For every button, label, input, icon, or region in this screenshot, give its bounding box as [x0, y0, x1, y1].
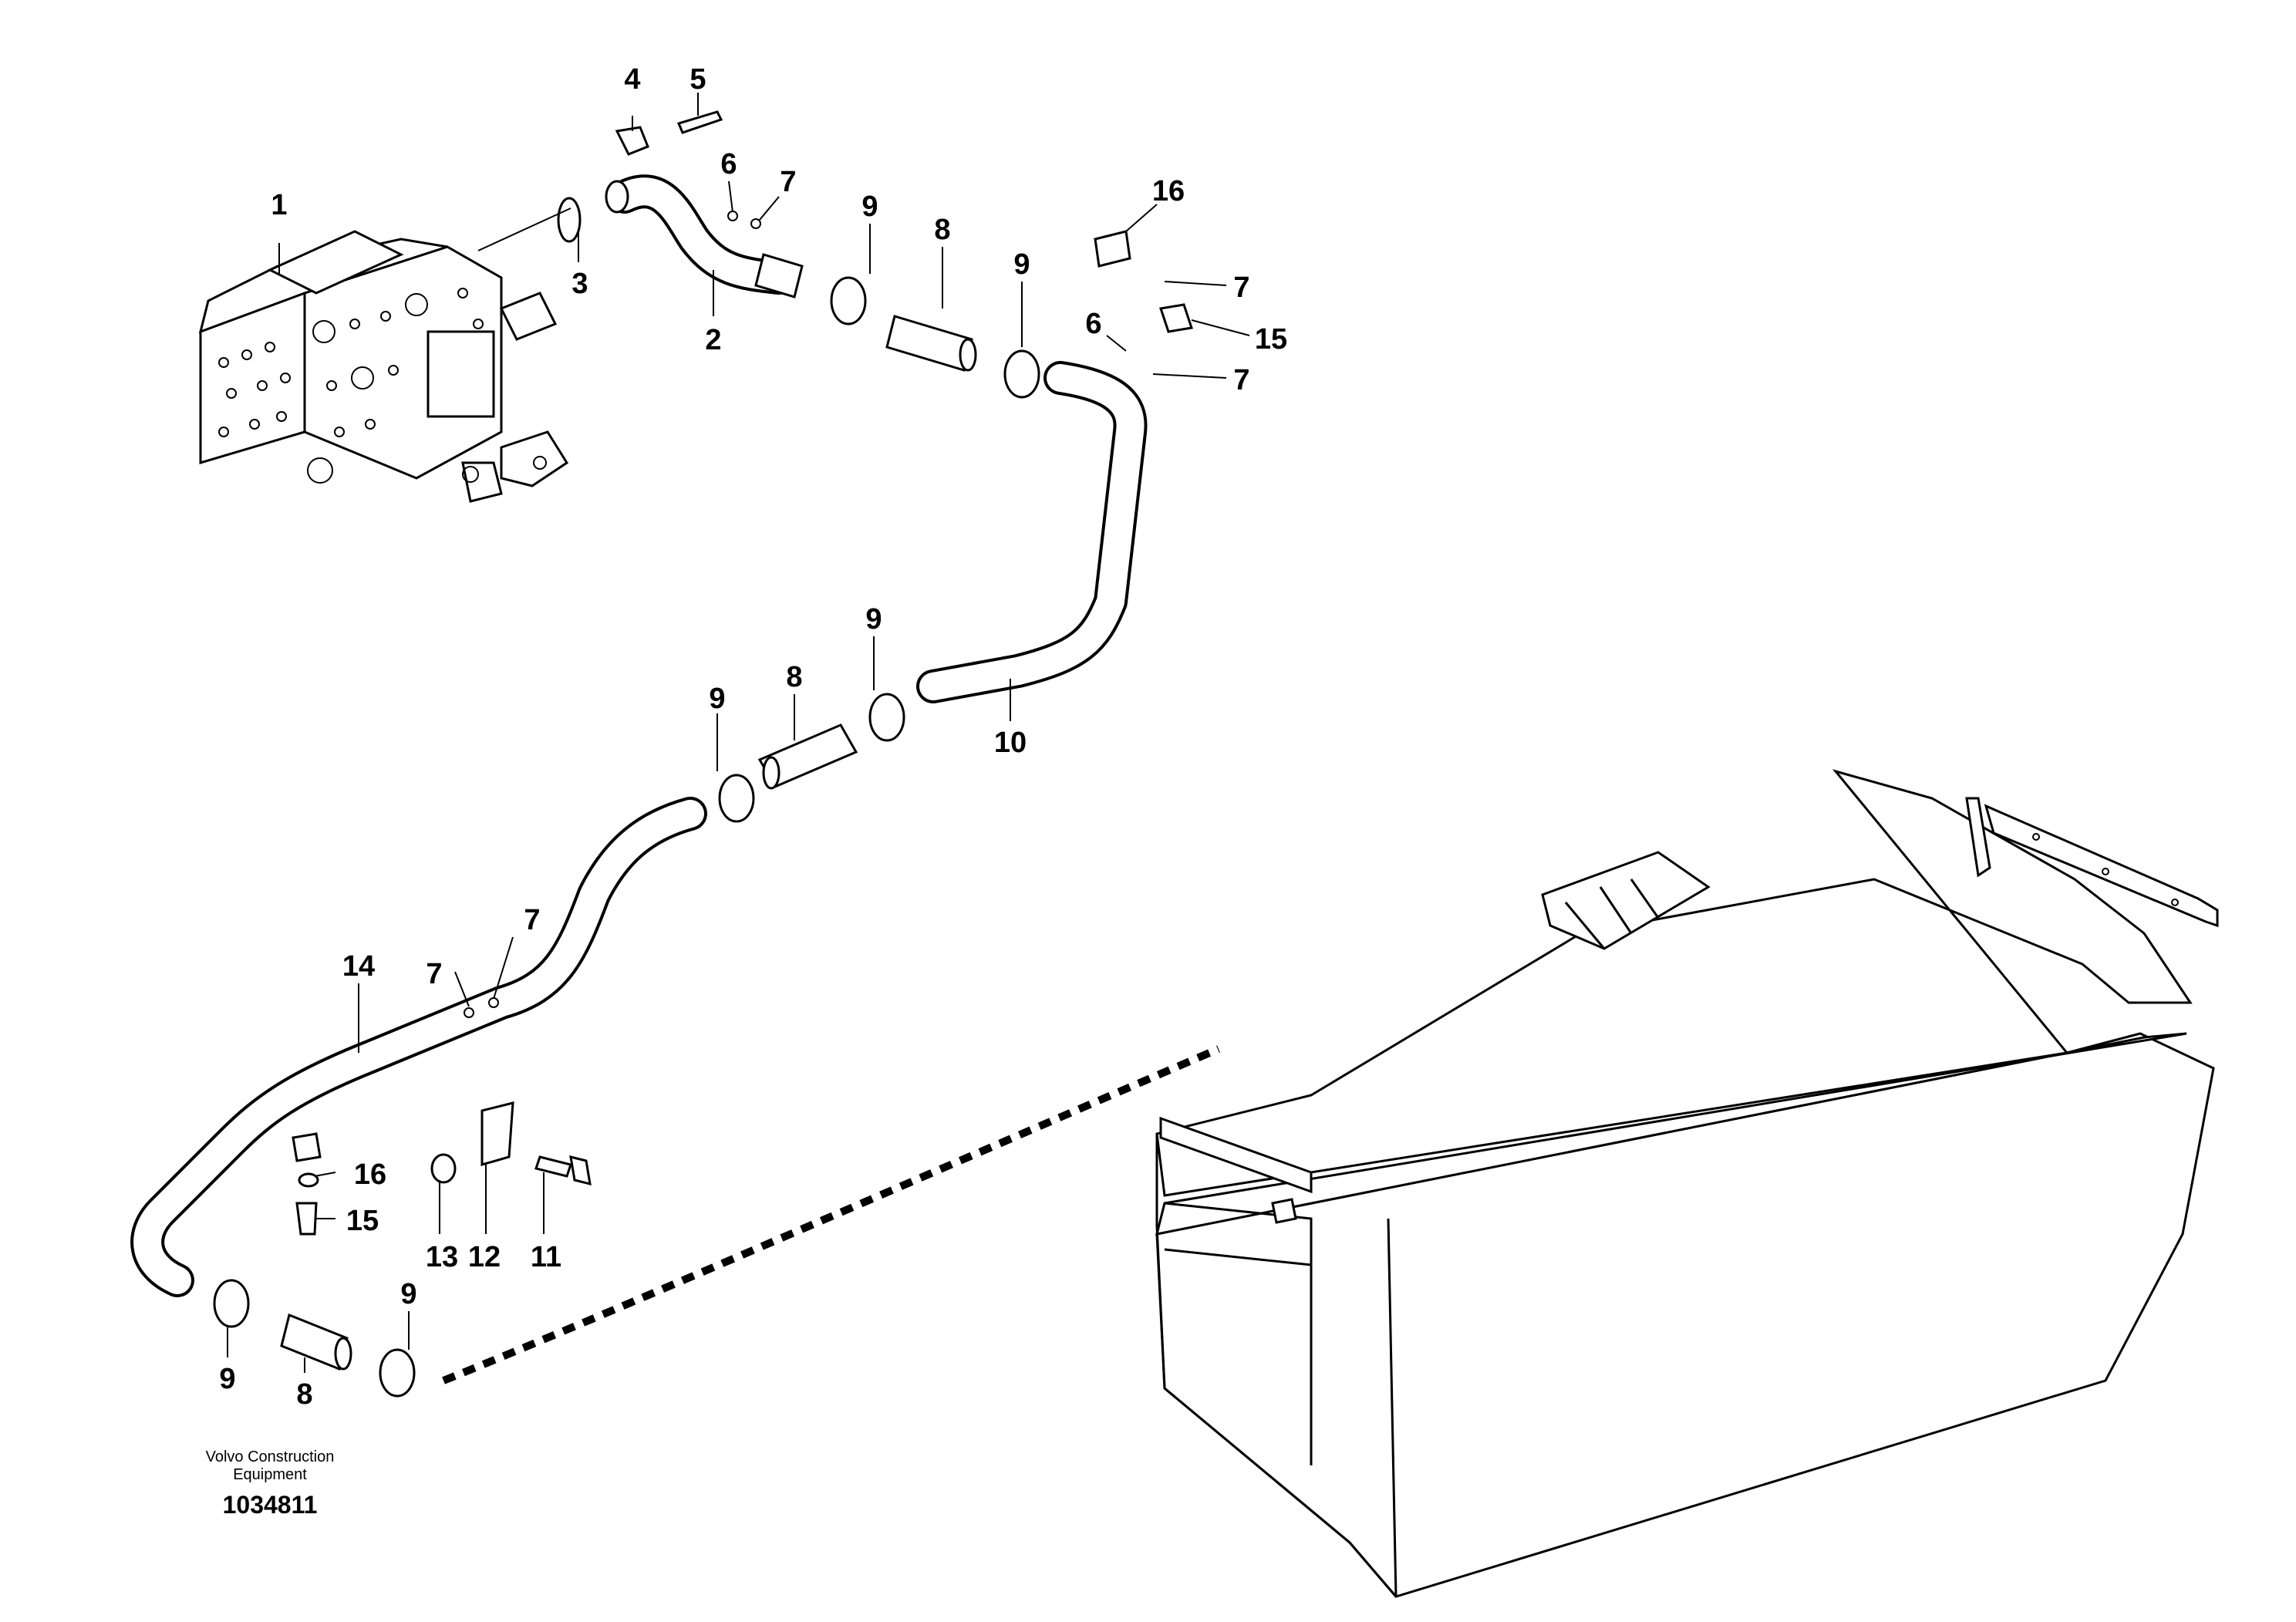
callout-7: 7	[426, 958, 442, 990]
drawing-footer: Volvo Construction Equipment 1034811	[206, 1448, 335, 1519]
callout-12: 12	[468, 1241, 501, 1273]
return-hoses	[130, 174, 1220, 1384]
fittings	[292, 110, 1193, 1236]
callout-2: 2	[705, 324, 721, 356]
hydraulic-tank	[1155, 769, 2219, 1598]
callout-11: 11	[531, 1241, 561, 1273]
callout-7: 7	[780, 166, 796, 198]
callout-15: 15	[346, 1205, 379, 1237]
callout-6: 6	[1085, 308, 1101, 340]
callout-16: 16	[354, 1158, 386, 1191]
callout-16: 16	[1152, 175, 1185, 207]
brand-line-2: Equipment	[233, 1466, 307, 1483]
callout-6: 6	[720, 148, 737, 180]
callout-15: 15	[1255, 323, 1287, 356]
drawing-number: 1034811	[223, 1491, 318, 1519]
callout-7: 7	[1233, 271, 1249, 304]
callout-9: 9	[709, 683, 725, 715]
brand-line-1: Volvo Construction	[206, 1448, 335, 1465]
callout-9: 9	[1013, 248, 1030, 281]
callout-4: 4	[624, 63, 640, 96]
callout-7: 7	[1233, 364, 1249, 396]
callout-9: 9	[219, 1363, 235, 1395]
hose-sleeves	[280, 315, 977, 1371]
control-valve	[198, 230, 569, 503]
callout-labels: 1 2 3 4 5 6 7 9 8 9 16 7 6 15 7 9 8 9 10…	[219, 63, 1287, 1411]
callout-3: 3	[571, 268, 588, 300]
callout-13: 13	[426, 1241, 458, 1273]
valve-port-holes	[218, 288, 484, 484]
callout-8: 8	[296, 1378, 312, 1411]
callout-14: 14	[342, 950, 375, 983]
callout-8: 8	[786, 661, 802, 693]
callout-10: 10	[994, 727, 1027, 759]
callout-9: 9	[400, 1278, 416, 1310]
callout-7: 7	[524, 904, 540, 936]
callout-8: 8	[934, 214, 950, 246]
callout-1: 1	[271, 189, 287, 221]
callout-5: 5	[689, 63, 706, 96]
hose-clamps	[213, 276, 1040, 1398]
callout-9: 9	[865, 603, 882, 636]
callout-9: 9	[861, 191, 878, 223]
leader-lines	[227, 93, 1250, 1373]
